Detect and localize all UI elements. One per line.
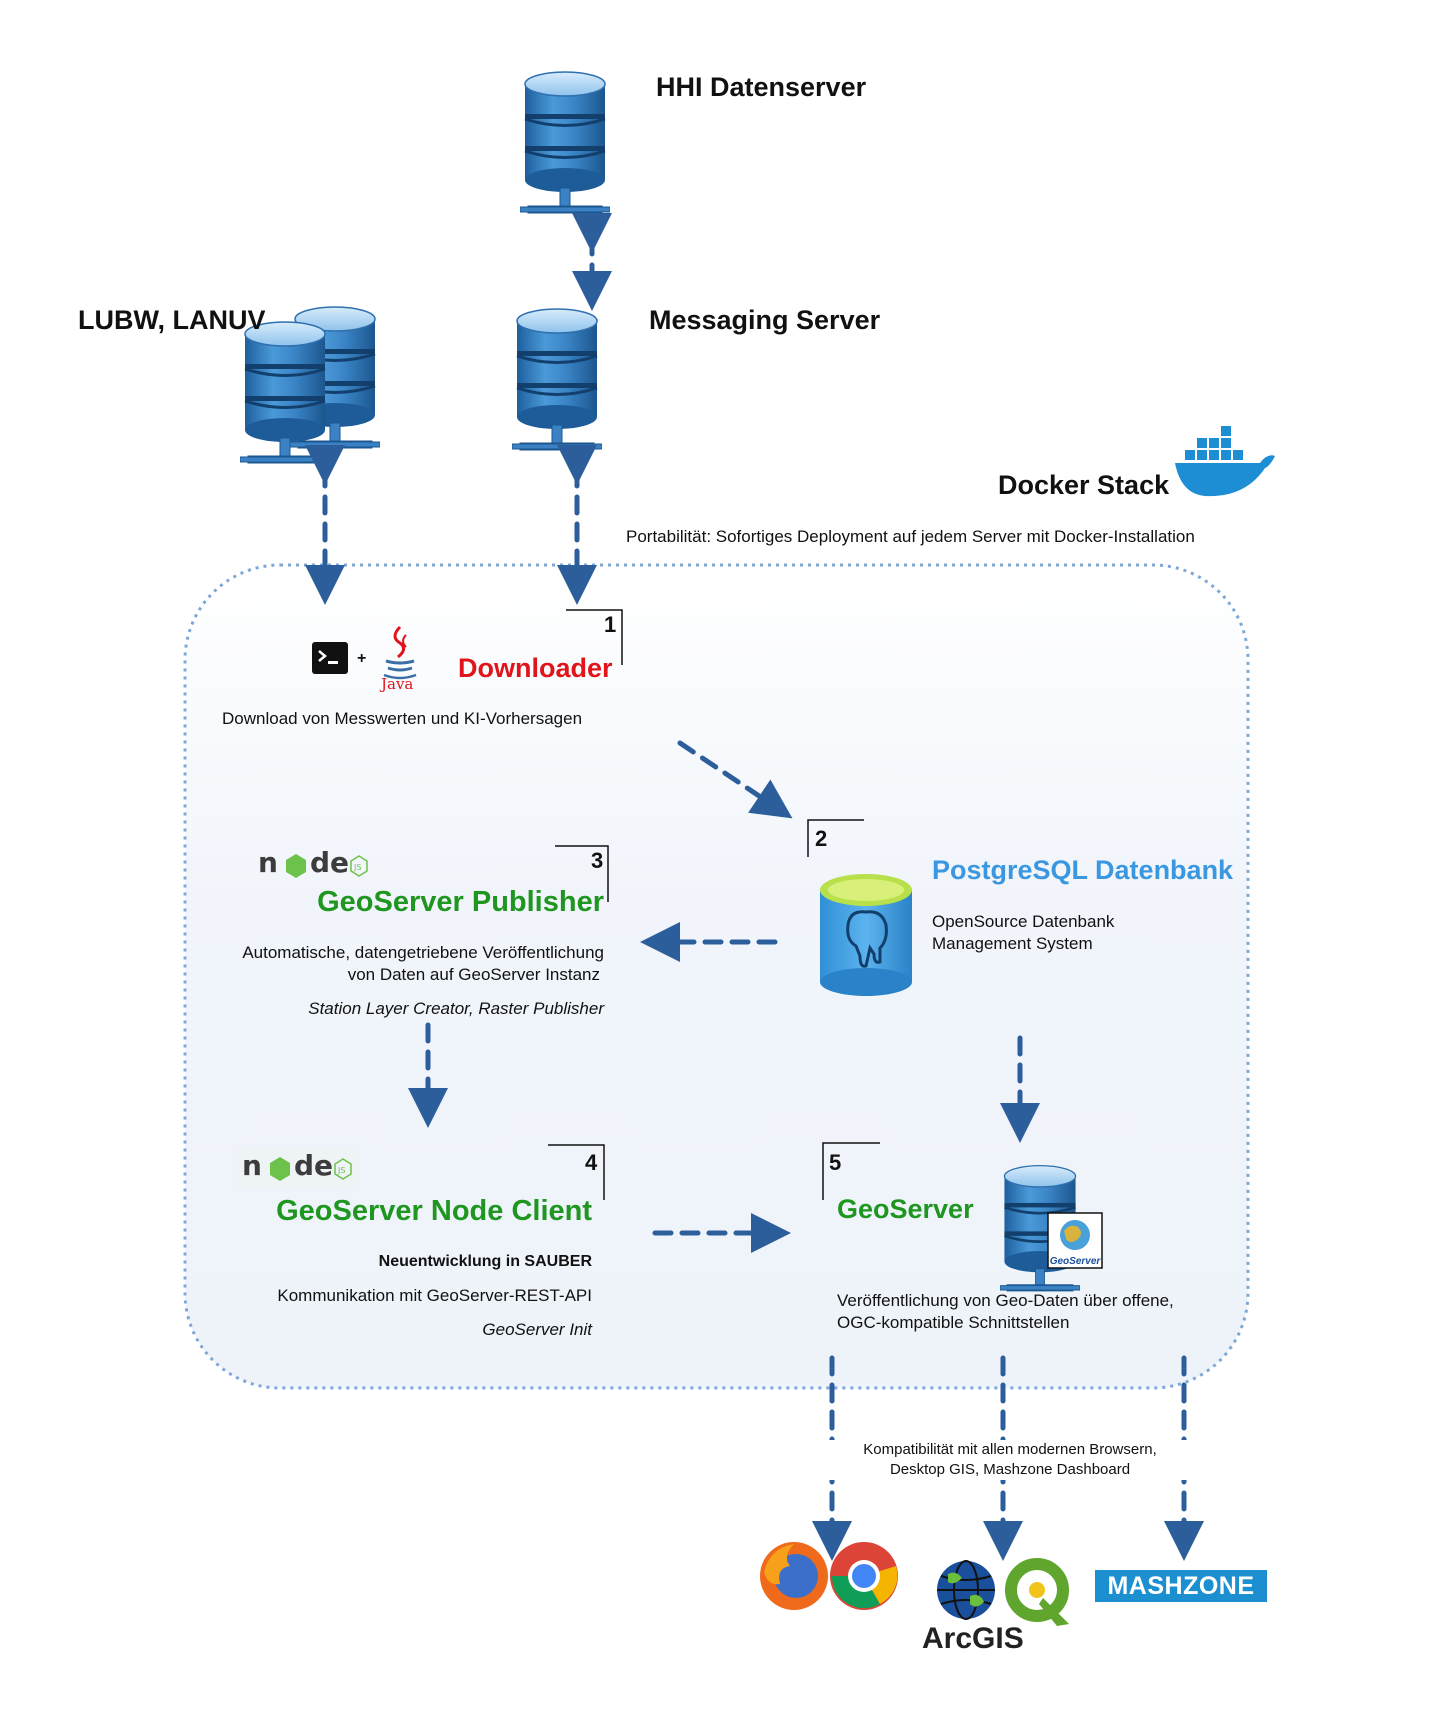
client-sub: GeoServer Init (482, 1320, 592, 1339)
plus-sign: + (357, 650, 367, 667)
messaging-server-icon (512, 307, 602, 452)
compat-line1: Kompatibilität mit allen modernen Browse… (863, 1441, 1157, 1458)
postgres-desc-line1: OpenSource Datenbank (932, 912, 1115, 931)
geoserver-title: GeoServer (837, 1194, 974, 1224)
java-icon (383, 625, 417, 680)
docker-portability-text: Portabilität: Sofortiges Deployment auf … (626, 527, 1195, 546)
svg-text:de: de (310, 846, 349, 879)
publisher-number: 3 (591, 848, 604, 873)
postgres-desc-line2: Management System (932, 934, 1093, 953)
arcgis-globe-icon (937, 1560, 995, 1620)
geoserver-number: 5 (829, 1150, 842, 1175)
geoserver-icon (1047, 1212, 1103, 1269)
messaging-server-label: Messaging Server (649, 305, 881, 335)
client-number: 4 (585, 1150, 598, 1175)
geoserver-desc-line1: Veröffentlichung von Geo-Daten über offe… (837, 1291, 1174, 1310)
docker-whale-icon (1175, 426, 1275, 497)
nodejs-logo-publisher: n de JS (258, 846, 368, 879)
client-title: GeoServer Node Client (276, 1195, 592, 1227)
downloader-number: 1 (604, 612, 617, 637)
java-label: Java (381, 675, 414, 693)
client-highlight: Neuentwicklung in SAUBER (378, 1253, 592, 1270)
arcgis-label: ArcGIS (922, 1622, 1024, 1655)
nodejs-logo-client: n de JS (238, 1149, 358, 1187)
arrow-downloader-postgres (677, 740, 793, 819)
publisher-sub: Station Layer Creator, Raster Publisher (308, 999, 604, 1018)
compat-text: Kompatibilität mit allen modernen Browse… (820, 1440, 1200, 1480)
svg-text:JS: JS (353, 863, 361, 872)
geoserver-badge: GeoServer (1049, 1256, 1101, 1267)
qgis-icon (1005, 1558, 1069, 1626)
docker-stack-title: Docker Stack (998, 470, 1170, 500)
postgres-title: PostgreSQL Datenbank (932, 855, 1234, 885)
publisher-desc-line2: von Daten auf GeoServer Instanz (347, 965, 600, 984)
publisher-desc-line1: Automatische, datengetriebene Veröffentl… (242, 943, 604, 962)
postgres-number: 2 (815, 826, 828, 851)
mashzone-logo: MASHZONE (1107, 1572, 1255, 1600)
svg-text:JS: JS (337, 1166, 345, 1175)
mashzone-logo-bg (1095, 1570, 1267, 1602)
svg-text:de: de (294, 1149, 333, 1182)
chrome-icon (830, 1542, 898, 1610)
downloader-desc: Download von Messwerten und KI-Vorhersag… (222, 709, 583, 728)
lubw-server-label: LUBW, LANUV (78, 305, 266, 335)
postgresql-elephant-icon (820, 874, 912, 996)
svg-text:n: n (242, 1149, 264, 1182)
firefox-icon (760, 1542, 828, 1610)
downloader-title: Downloader (458, 653, 613, 683)
compat-line2: Desktop GIS, Mashzone Dashboard (889, 1461, 1131, 1478)
terminal-icon (312, 642, 348, 674)
geoserver-desc-line2: OGC-kompatible Schnittstellen (837, 1313, 1070, 1332)
hhi-server-label: HHI Datenserver (656, 72, 867, 102)
hhi-server-icon (520, 70, 610, 215)
svg-text:n: n (258, 846, 280, 879)
docker-stack-container (183, 563, 1250, 1390)
publisher-title: GeoServer Publisher (317, 886, 604, 918)
client-desc: Kommunikation mit GeoServer-REST-API (277, 1286, 592, 1305)
